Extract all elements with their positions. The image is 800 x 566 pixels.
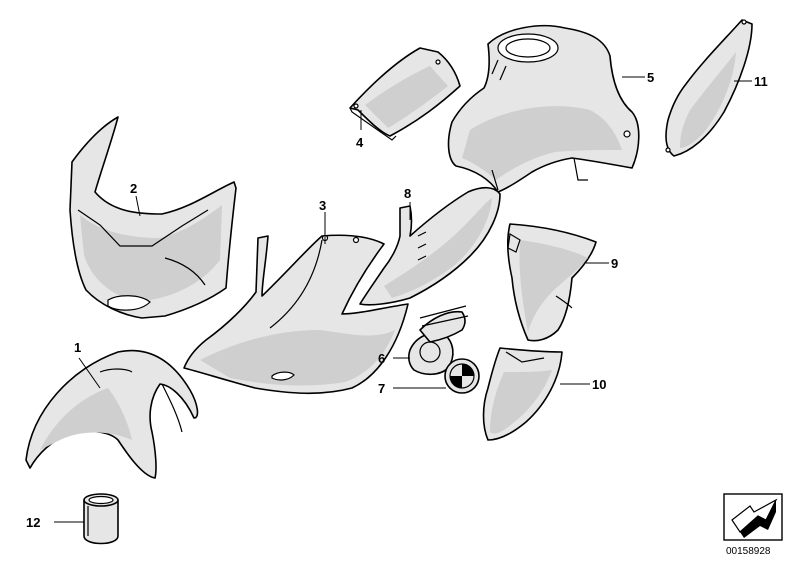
part-5-tank-cover (447, 24, 640, 193)
label-11: 11 (754, 74, 768, 89)
label-9: 9 (611, 256, 618, 271)
label-10: 10 (592, 377, 606, 392)
label-1: 1 (74, 340, 81, 355)
label-5: 5 (647, 70, 654, 85)
part-9-side-fairing (507, 223, 597, 342)
part-10-lower-panel (482, 347, 563, 441)
label-2: 2 (130, 181, 137, 196)
label-8: 8 (404, 186, 411, 201)
part-4-small-cover (349, 47, 461, 141)
part-12-tube (83, 493, 119, 545)
leader-lines (54, 76, 752, 523)
part-3-lower-fairing (183, 234, 409, 395)
label-6: 6 (378, 351, 385, 366)
leader-1 (78, 357, 101, 389)
label-12: 12 (26, 515, 40, 530)
label-7: 7 (378, 381, 385, 396)
part-1-front-mudguard (25, 349, 199, 479)
part-8-inner-panel (359, 186, 501, 306)
part-11-side-panel (665, 19, 753, 157)
label-4: 4 (356, 135, 364, 150)
part-2-front-fairing (69, 116, 237, 319)
label-3: 3 (319, 198, 326, 213)
diagram-reference-number: 00158928 (726, 546, 771, 557)
arrow-box-icon (723, 493, 783, 541)
part-7-badge (444, 358, 480, 394)
part-6-grommet (408, 305, 469, 376)
leader-2 (135, 195, 141, 217)
